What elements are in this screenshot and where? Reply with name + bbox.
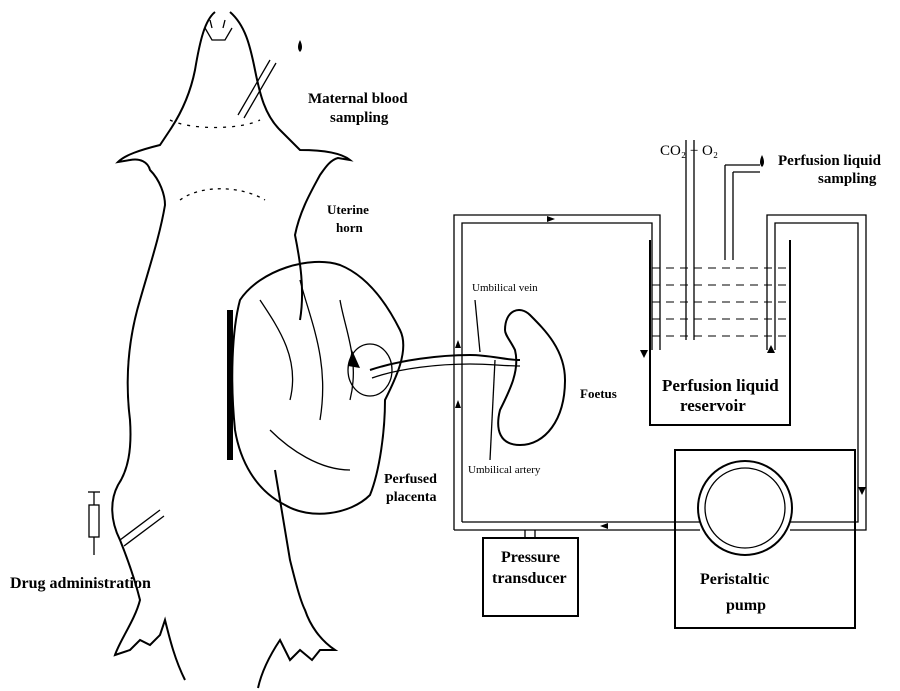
foetus-illustration	[497, 309, 567, 447]
label-uterine-horn-2: horn	[336, 220, 364, 235]
label-perfused-placenta-2: placenta	[386, 490, 437, 505]
label-foetus: Foetus	[580, 386, 617, 401]
label-pressure-transducer-2: transducer	[492, 570, 567, 587]
perfusion-liquid-reservoir	[649, 240, 791, 426]
label-umbilical-vein: Umbilical vein	[472, 282, 538, 294]
label-drug-administration: Drug administration	[10, 575, 151, 592]
pressure-transducer	[482, 530, 579, 617]
label-peristaltic-pump-2: pump	[726, 597, 766, 614]
tubing-circuit	[453, 140, 867, 531]
label-perfusion-sampling-2: sampling	[818, 171, 877, 187]
peristaltic-pump	[674, 449, 856, 629]
label-uterine-horn: Uterine	[327, 202, 369, 217]
label-maternal-blood-2: sampling	[330, 110, 389, 126]
label-perfused-placenta: Perfused	[384, 472, 437, 487]
label-co2-o2: CO₂ + O₂	[660, 143, 718, 159]
syringe-icon	[88, 491, 100, 555]
label-reservoir: Perfusion liquid	[662, 376, 779, 395]
rat-illustration	[88, 11, 567, 689]
label-umbilical-artery: Umbilical artery	[468, 464, 541, 476]
label-perfusion-sampling: Perfusion liquid	[778, 153, 882, 169]
label-maternal-blood: Maternal blood	[308, 91, 408, 107]
perfused-placenta-illustration	[231, 260, 405, 515]
label-pressure-transducer: Pressure	[501, 549, 560, 566]
label-reservoir-2: reservoir	[680, 396, 746, 415]
label-peristaltic-pump: Peristaltic	[700, 571, 769, 588]
